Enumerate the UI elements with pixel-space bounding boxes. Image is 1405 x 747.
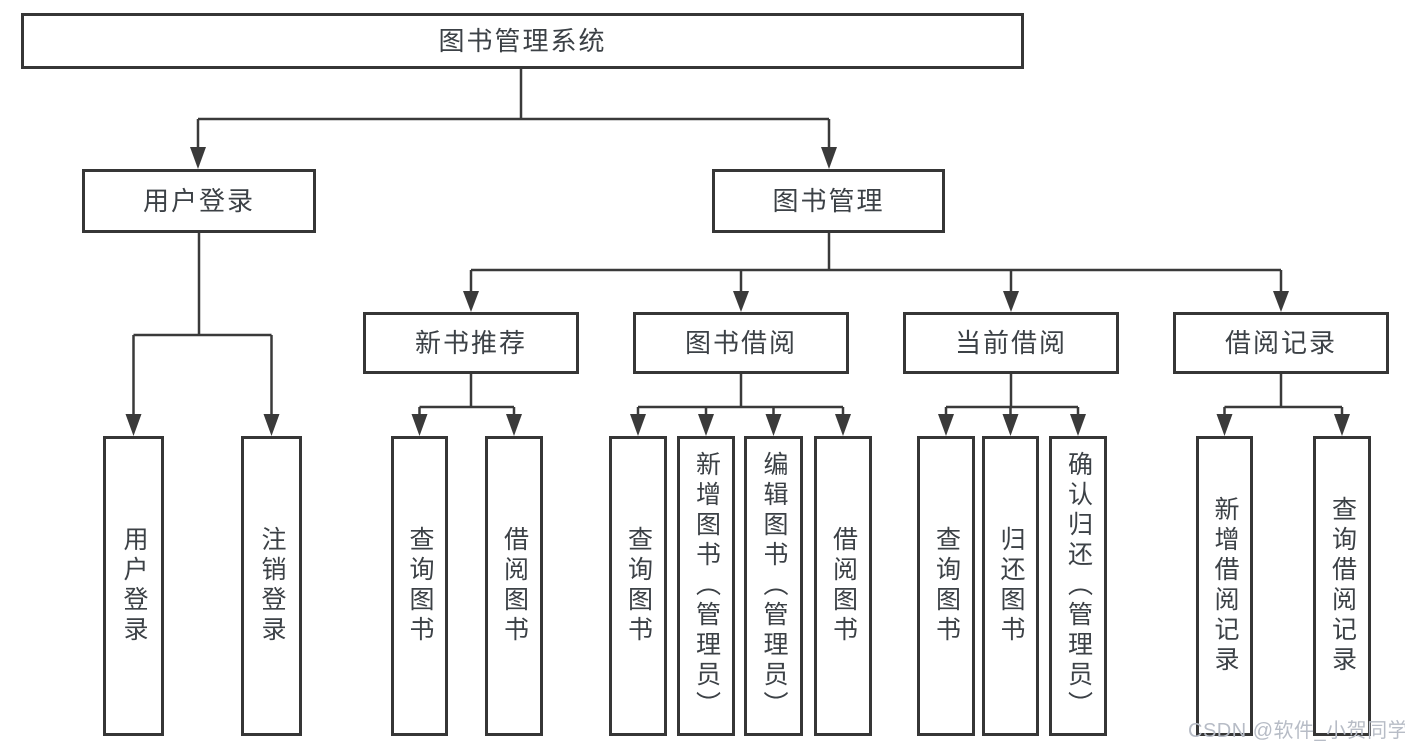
- node-borrow-books-recommend: 借阅图书: [485, 436, 543, 736]
- node-label: 归还图书: [997, 526, 1025, 646]
- node-borrow-books-borrowing: 借阅图书: [814, 436, 872, 736]
- node-label: 查询图书: [624, 526, 653, 646]
- node-edit-books-admin: 编辑图书（管理员）: [744, 436, 803, 736]
- arrowhead: [263, 414, 280, 436]
- edge-root-bus: [196, 69, 831, 150]
- node-book-management: 图书管理: [712, 169, 945, 233]
- arrowhead: [733, 291, 749, 312]
- node-borrowing-records: 借阅记录: [1173, 312, 1389, 374]
- node-label: 新增借阅记录: [1211, 496, 1239, 676]
- node-label: 借阅记录: [1224, 328, 1337, 358]
- edge-current-borrow-bus: [944, 374, 1080, 417]
- connector-strokes: [132, 69, 1344, 417]
- node-label: 借阅图书: [500, 526, 529, 646]
- arrowhead: [835, 414, 851, 436]
- node-label: 用户登录: [120, 526, 148, 646]
- node-query-books-recommend: 查询图书: [391, 436, 448, 736]
- arrowhead: [190, 147, 206, 169]
- connector-arrowheads: [125, 147, 1350, 436]
- node-user-login-leaf: 用户登录: [103, 436, 164, 736]
- arrowhead: [463, 291, 479, 312]
- node-label: 图书管理: [772, 186, 885, 216]
- node-add-books-admin: 新增图书（管理员）: [677, 436, 735, 736]
- node-label: 查询图书: [406, 526, 434, 646]
- arrowhead: [1002, 414, 1019, 436]
- arrowhead: [1334, 414, 1350, 436]
- csdn-watermark: CSDN @软件_小贺同学: [1188, 720, 1405, 742]
- node-label: 新增图书（管理员）: [692, 451, 721, 721]
- node-add-borrow-record: 新增借阅记录: [1196, 436, 1253, 736]
- node-user-login: 用户登录: [82, 169, 316, 233]
- node-label: 编辑图书（管理员）: [760, 451, 788, 721]
- node-label: 注销登录: [258, 526, 286, 646]
- node-current-borrowing: 当前借阅: [903, 312, 1119, 374]
- arrowhead: [1216, 414, 1233, 436]
- node-label: 确认归还（管理员）: [1064, 451, 1093, 721]
- node-new-book-recommend: 新书推荐: [363, 312, 579, 374]
- node-label: 查询借阅记录: [1328, 496, 1357, 676]
- node-logout: 注销登录: [241, 436, 302, 736]
- node-label: 借阅图书: [829, 526, 858, 646]
- node-library-management-system: 图书管理系统: [21, 13, 1024, 69]
- node-query-books-borrowing: 查询图书: [609, 436, 667, 736]
- arrowhead: [630, 414, 646, 436]
- node-query-borrow-record: 查询借阅记录: [1313, 436, 1371, 736]
- arrowhead: [765, 414, 782, 436]
- arrowhead: [125, 414, 142, 436]
- arrowhead: [1070, 414, 1086, 436]
- node-label: 新书推荐: [414, 328, 527, 358]
- edge-borrow-records-bus: [1223, 374, 1344, 417]
- node-return-books: 归还图书: [982, 436, 1039, 736]
- arrowhead: [698, 414, 714, 436]
- node-label: 查询图书: [932, 526, 961, 646]
- arrowhead: [506, 414, 522, 436]
- arrowhead: [938, 414, 954, 436]
- arrowhead: [1003, 291, 1019, 312]
- node-query-books-current: 查询图书: [917, 436, 975, 736]
- node-label: 当前借阅: [954, 328, 1067, 358]
- edge-new-book-bus: [418, 374, 516, 417]
- edge-book-borrow-bus: [636, 374, 845, 417]
- node-confirm-return-admin: 确认归还（管理员）: [1049, 436, 1107, 736]
- arrowhead: [411, 414, 428, 436]
- edge-book-mgmt-bus: [469, 233, 1283, 293]
- node-book-borrowing: 图书借阅: [633, 312, 849, 374]
- arrowhead: [1273, 291, 1289, 312]
- node-label: 图书管理系统: [438, 26, 607, 56]
- arrowhead: [821, 147, 837, 169]
- node-label: 用户登录: [142, 186, 255, 216]
- edge-user-login-bus: [132, 233, 273, 417]
- node-label: 图书借阅: [684, 328, 797, 358]
